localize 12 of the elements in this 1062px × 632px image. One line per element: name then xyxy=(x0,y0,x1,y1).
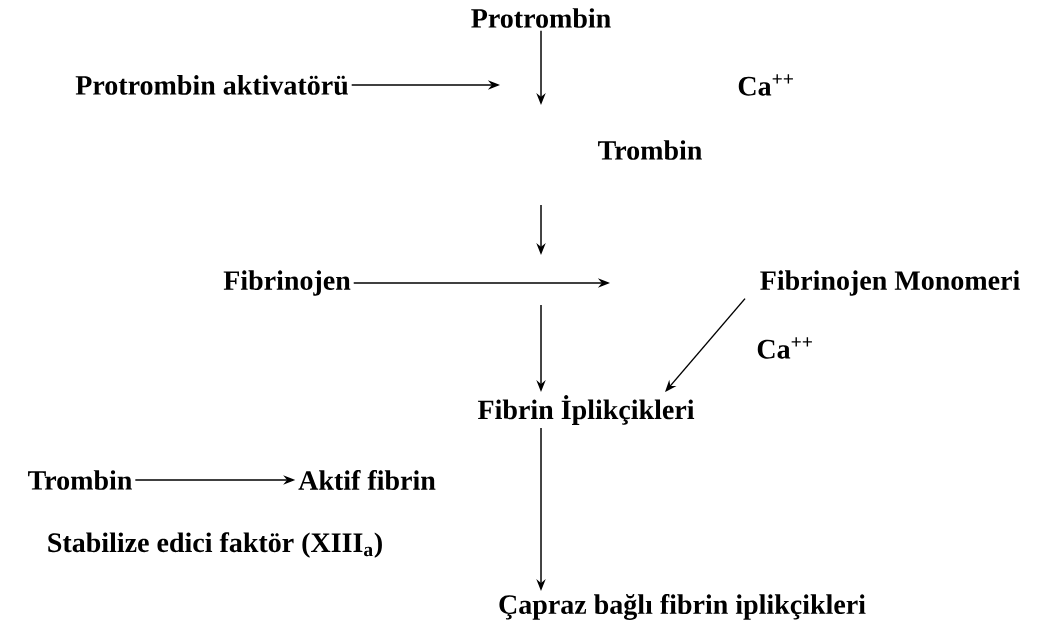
pathway-label: Protrombin xyxy=(471,8,611,28)
pathway-label: Trombin xyxy=(28,470,132,490)
pathway-label: Trombin xyxy=(598,140,702,160)
edge-label: Ca$^{++}$ xyxy=(755,336,815,361)
pathway-label: Fibrin İplikçikleri xyxy=(478,395,695,425)
pathway-label: Fibrinojen xyxy=(223,270,351,296)
pathway-label: Aktif fibrin xyxy=(298,470,436,490)
text-label: Stabilize edici faktör (XIII$_{a}$) xyxy=(48,532,382,558)
pathway-label: Protrombin aktivatörü xyxy=(75,75,348,95)
pathway-label: Çapraz bağlı fibrin iplikçikleri xyxy=(499,594,866,620)
text-label: Ca$^{++}$ xyxy=(738,74,793,96)
pathway-label: Fibrinojen Monomeri xyxy=(760,270,1020,296)
